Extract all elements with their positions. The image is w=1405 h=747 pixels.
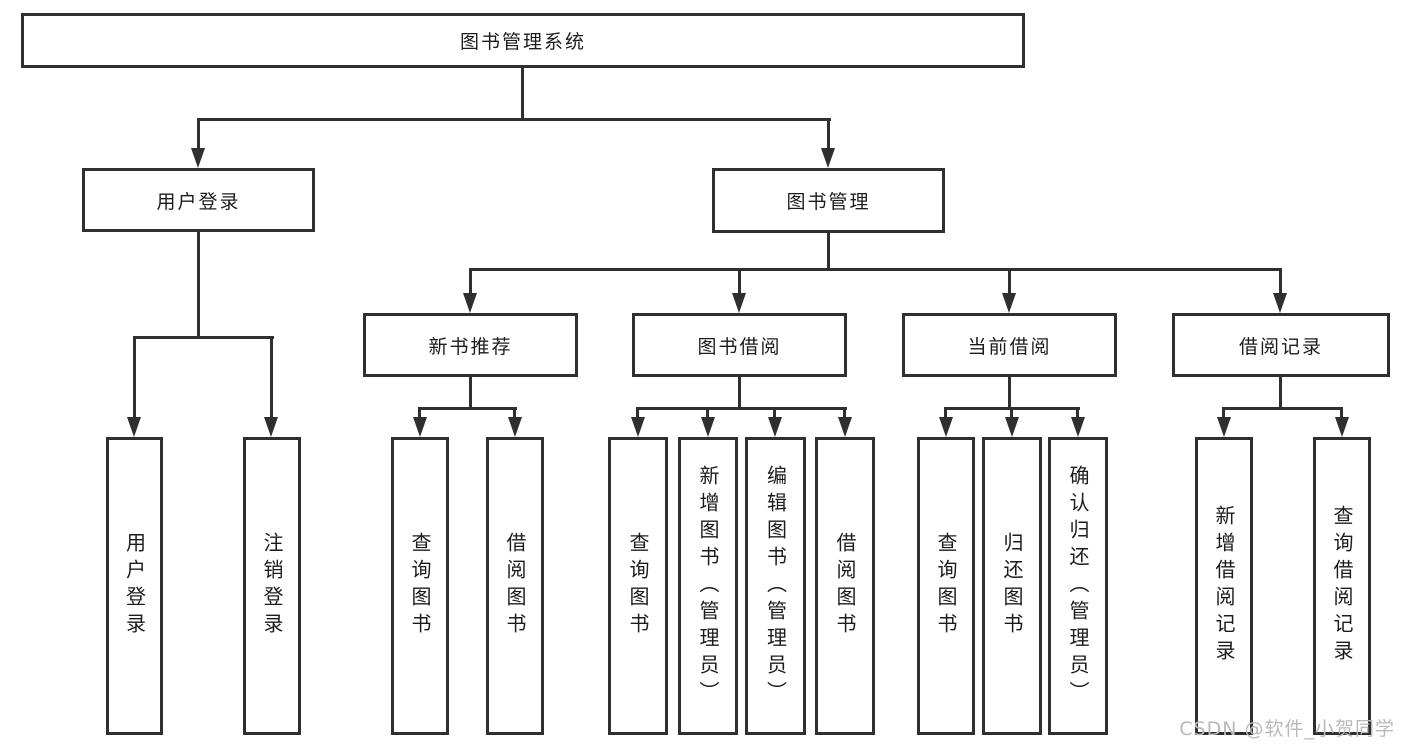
leaf-borrow-book-1: 借阅图书 — [486, 437, 544, 735]
leaf-query-borrow-record: 查询借阅记录 — [1313, 437, 1371, 735]
connector-line — [1010, 407, 1013, 417]
arrowhead-icon — [768, 417, 782, 437]
connector-line — [1340, 407, 1343, 417]
csdn-watermark: CSDN @软件_小贺同学 — [1179, 718, 1395, 740]
arrowhead-icon — [1217, 417, 1231, 437]
node-new-book-recommend: 新书推荐 — [363, 313, 578, 377]
connector-line — [133, 336, 136, 417]
node-user-login: 用户登录 — [82, 168, 315, 232]
arrowhead-icon — [508, 417, 522, 437]
connector-line — [1076, 407, 1079, 417]
leaf-return-book: 归还图书 — [982, 437, 1042, 735]
arrowhead-icon — [413, 417, 427, 437]
connector-line — [513, 407, 516, 417]
connector-line — [1222, 407, 1225, 417]
connector-line — [773, 407, 776, 417]
arrowhead-icon — [1273, 293, 1287, 313]
node-book-borrow: 图书借阅 — [632, 313, 847, 377]
connector-line — [418, 407, 421, 417]
connector-line — [197, 232, 200, 336]
connector-line — [827, 233, 830, 268]
connector-line — [197, 118, 200, 148]
arrowhead-icon — [732, 293, 746, 313]
leaf-user-login: 用户登录 — [106, 437, 163, 735]
arrowhead-icon — [1005, 417, 1019, 437]
connector-line — [843, 407, 846, 417]
arrowhead-icon — [631, 417, 645, 437]
connector-line — [1279, 268, 1282, 293]
connector-line — [827, 118, 830, 148]
leaf-confirm-return-admin: 确认归还（管理员） — [1048, 437, 1108, 735]
leaf-add-borrow-record: 新增借阅记录 — [1195, 437, 1253, 735]
connector-line — [738, 268, 741, 293]
connector-line — [270, 336, 273, 417]
connector-line — [636, 407, 639, 417]
connector-line — [944, 407, 947, 417]
arrowhead-icon — [701, 417, 715, 437]
connector-line — [637, 407, 847, 410]
arrowhead-icon — [1071, 417, 1085, 437]
leaf-query-book-3: 查询图书 — [917, 437, 975, 735]
leaf-borrow-book-2: 借阅图书 — [815, 437, 875, 735]
leaf-query-book-1: 查询图书 — [391, 437, 449, 735]
arrowhead-icon — [939, 417, 953, 437]
arrowhead-icon — [838, 417, 852, 437]
connector-line — [1008, 377, 1011, 407]
leaf-logout: 注销登录 — [243, 437, 301, 735]
arrowhead-icon — [191, 148, 205, 168]
arrowhead-icon — [463, 293, 477, 313]
connector-line — [133, 336, 274, 339]
connector-line — [469, 268, 472, 293]
node-root: 图书管理系统 — [21, 13, 1025, 68]
connector-line — [1279, 377, 1282, 407]
node-book-management: 图书管理 — [712, 168, 945, 233]
arrowhead-icon — [1335, 417, 1349, 437]
connector-line — [197, 118, 831, 121]
arrowhead-icon — [821, 148, 835, 168]
leaf-add-book-admin: 新增图书（管理员） — [678, 437, 738, 735]
leaf-query-book-2: 查询图书 — [608, 437, 668, 735]
connector-line — [706, 407, 709, 417]
connector-line — [1223, 407, 1343, 410]
connector-line — [738, 377, 741, 407]
node-current-borrow: 当前借阅 — [902, 313, 1117, 377]
connector-line — [1008, 268, 1011, 293]
connector-line — [469, 268, 1282, 271]
leaf-edit-book-admin: 编辑图书（管理员） — [745, 437, 806, 735]
arrowhead-icon — [127, 417, 141, 437]
connector-line — [469, 377, 472, 407]
node-borrow-record: 借阅记录 — [1172, 313, 1390, 377]
connector-line — [521, 68, 524, 118]
arrowhead-icon — [264, 417, 278, 437]
connector-line — [419, 407, 517, 410]
arrowhead-icon — [1002, 293, 1016, 313]
